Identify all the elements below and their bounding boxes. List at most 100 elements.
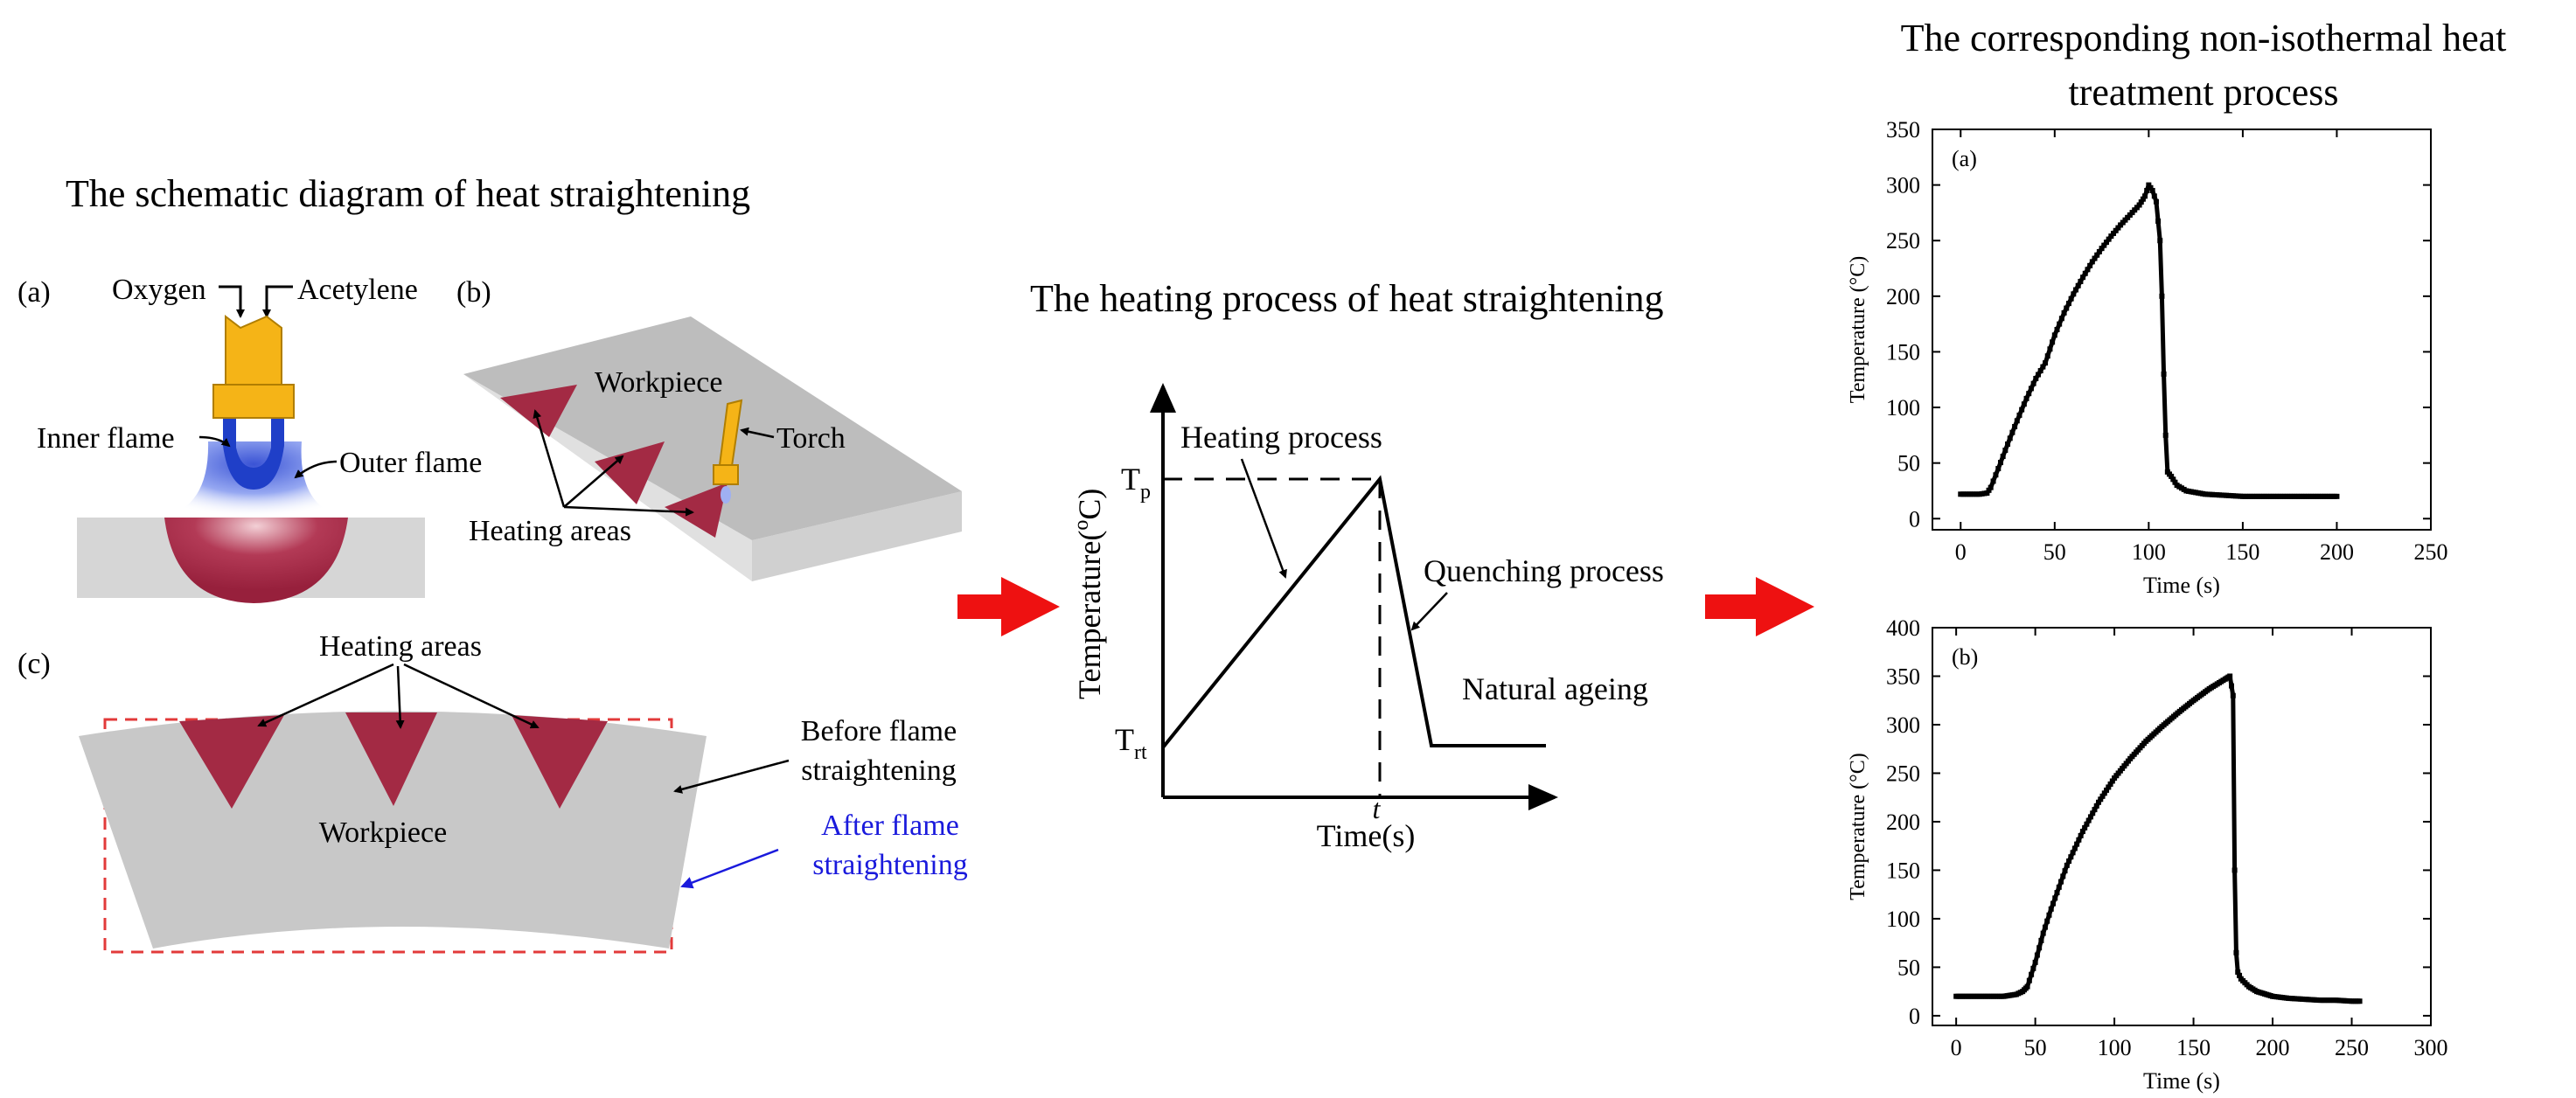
schematic-title: The schematic diagram of heat straighten… xyxy=(66,172,750,215)
data-point xyxy=(2042,924,2048,930)
data-point xyxy=(2040,364,2046,370)
data-point xyxy=(2227,673,2233,679)
acetylene-label: Acetylene xyxy=(297,274,418,306)
data-point xyxy=(2034,952,2040,958)
data-point xyxy=(2098,796,2104,803)
x-tick-label: 0 xyxy=(1951,1035,1962,1060)
data-point xyxy=(2068,295,2074,302)
y-tick-label: 400 xyxy=(1886,615,1920,641)
data-point xyxy=(2172,479,2178,485)
data-point xyxy=(1984,490,1990,497)
x-tick-label: 0 xyxy=(1955,539,1967,565)
data-point xyxy=(2009,429,2016,435)
y-tick-label: 350 xyxy=(1886,117,1920,142)
x-tick-label: 300 xyxy=(2414,1035,2448,1060)
flow-arrow-2-icon xyxy=(1705,577,1814,636)
trt-label: Trt xyxy=(1115,722,1147,764)
panel-b-workpiece-schematic: (b) Workpiece Torch Heating areas xyxy=(456,276,962,581)
panel-c-workpiece-label: Workpiece xyxy=(319,817,447,849)
data-point xyxy=(2078,278,2084,284)
data-point xyxy=(2101,242,2107,248)
after-straightening-label-2: straightening xyxy=(812,849,968,881)
data-point xyxy=(2085,817,2092,824)
data-point xyxy=(2140,196,2146,202)
data-point xyxy=(2043,360,2049,366)
data-point xyxy=(2033,375,2039,381)
data-point xyxy=(2051,332,2057,338)
chart-frame xyxy=(1932,627,2432,1026)
y-tick-label: 50 xyxy=(1897,451,1920,476)
data-point xyxy=(2002,448,2009,454)
data-point xyxy=(2149,187,2155,193)
before-straightening-label-2: straightening xyxy=(801,754,957,787)
data-point xyxy=(2050,339,2056,345)
data-point xyxy=(2030,380,2036,386)
y-tick-label: 200 xyxy=(1886,284,1920,309)
torch-pointer xyxy=(740,427,775,439)
series-line xyxy=(1960,183,2337,499)
chart-panel-tag: (a) xyxy=(1952,146,1977,171)
data-point xyxy=(2111,230,2117,236)
data-point xyxy=(2028,386,2034,392)
heating-area-triangle-2 xyxy=(595,441,665,504)
slab-bottom-face xyxy=(752,491,962,581)
data-point xyxy=(2023,395,2029,401)
data-point xyxy=(2046,912,2052,918)
data-point xyxy=(2044,918,2050,924)
data-point xyxy=(2170,476,2176,483)
data-point xyxy=(2085,267,2091,273)
data-point xyxy=(2024,983,2030,990)
x-tick-label: 250 xyxy=(2335,1035,2369,1060)
data-point xyxy=(2235,969,2241,975)
panel-c-heating-area-1 xyxy=(179,715,284,809)
data-point xyxy=(2048,906,2054,912)
after-straightening-pointer xyxy=(680,848,779,889)
data-point xyxy=(1990,478,1996,484)
data-point xyxy=(2075,282,2081,288)
data-point xyxy=(2113,227,2119,233)
data-point xyxy=(2060,873,2066,879)
acetylene-arrow xyxy=(262,285,293,318)
data-point xyxy=(2090,810,2096,817)
x-tick-label: 150 xyxy=(2225,539,2259,565)
x-tick-label: 200 xyxy=(2256,1035,2290,1060)
panel-c-heating-areas-label: Heating areas xyxy=(319,630,482,663)
data-point xyxy=(2162,432,2169,438)
x-tick-label: 250 xyxy=(2414,539,2448,565)
data-point xyxy=(2161,371,2167,377)
data-point xyxy=(2065,301,2071,307)
data-point xyxy=(2061,309,2067,316)
data-point xyxy=(2106,236,2112,242)
data-point xyxy=(1997,460,2003,466)
data-point xyxy=(2155,218,2162,224)
data-point xyxy=(2050,900,2056,907)
y-tick-label: 250 xyxy=(1886,761,1920,786)
process-y-axis-label: Temperature(oC) xyxy=(1070,489,1107,699)
data-point xyxy=(2071,845,2078,851)
panel-c-heating-area-2 xyxy=(345,712,437,806)
torch-label: Torch xyxy=(776,422,846,455)
inner-flame-pointer xyxy=(198,435,231,448)
data-point xyxy=(2138,199,2144,205)
t-mark-label: t xyxy=(1373,793,1382,824)
heating-area-triangle-3 xyxy=(665,483,728,538)
panel-c-tag: (c) xyxy=(17,648,51,680)
panel-a-flame-schematic: (a) Oxygen Acetylene Inner flame Outer f… xyxy=(17,274,482,603)
data-point xyxy=(2146,182,2152,188)
y-tick-label: 250 xyxy=(1886,228,1920,254)
quenching-process-label: Quenching process xyxy=(1424,553,1664,588)
outer-flame-pointer xyxy=(294,460,338,479)
data-point xyxy=(2089,259,2095,265)
heating-area-pointer-2 xyxy=(563,455,624,508)
before-straightening-label-1: Before flame xyxy=(801,715,957,747)
data-point xyxy=(2032,959,2038,965)
data-point xyxy=(2012,424,2018,430)
data-point xyxy=(2029,971,2035,977)
chart-frame xyxy=(1932,129,2432,531)
data-point xyxy=(2151,193,2157,199)
data-point xyxy=(1986,487,1992,493)
data-point xyxy=(2099,793,2106,799)
flow-arrow-1-icon xyxy=(957,577,1060,636)
